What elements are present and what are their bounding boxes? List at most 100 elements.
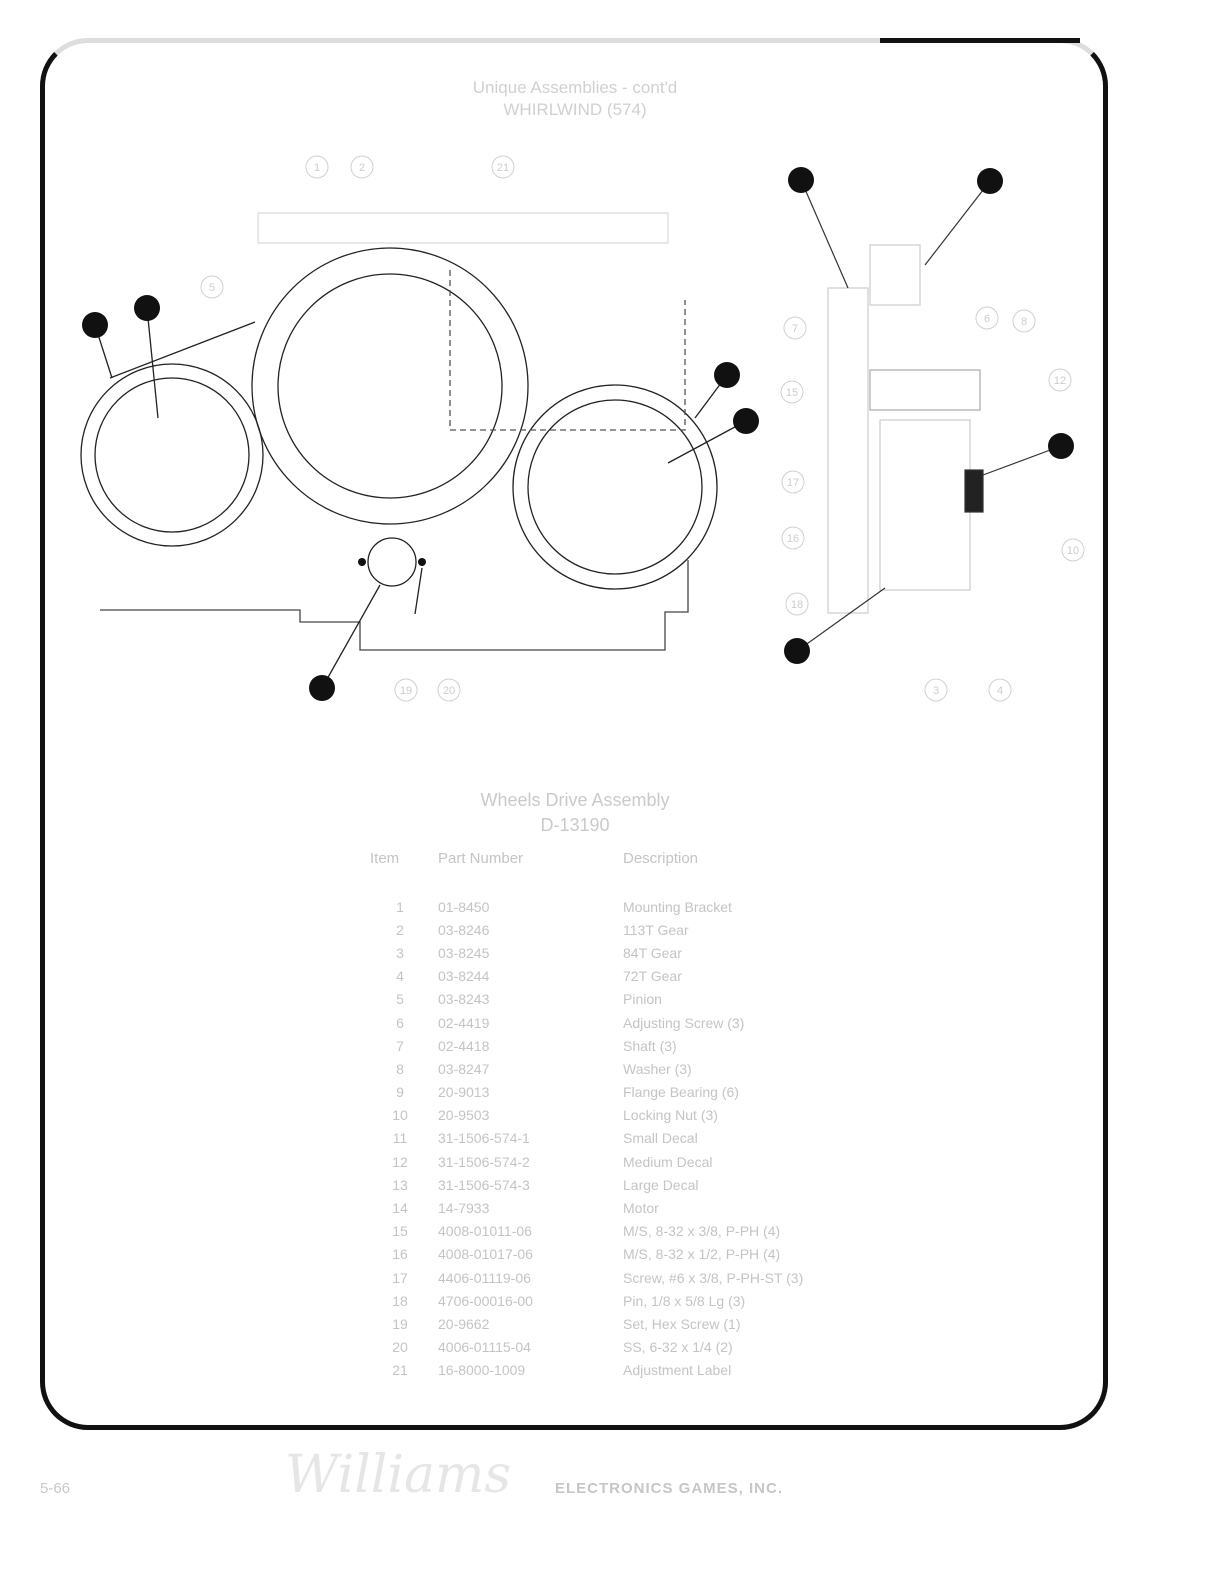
description: 113T Gear: [623, 921, 689, 938]
description: M/S, 8-32 x 1/2, P-PH (4): [623, 1246, 781, 1263]
part-number: 16-8000-1009: [438, 1362, 526, 1379]
callout-label: 20: [443, 685, 455, 697]
callout-dot: [82, 312, 108, 338]
parts-row: 2 03-8246 113T Gear: [370, 918, 803, 941]
item-number: 2: [396, 921, 404, 938]
parts-row: 3 03-8245 84T Gear: [370, 941, 803, 964]
parts-row: 9 20-9013 Flange Bearing (6): [370, 1081, 803, 1104]
description: Screw, #6 x 3/8, P-PH-ST (3): [623, 1269, 804, 1286]
part-number: 4706-00016-00: [438, 1292, 533, 1309]
part-number: 4006-01115-04: [438, 1339, 531, 1356]
description: Flange Bearing (6): [623, 1084, 739, 1101]
item-number: 3: [396, 944, 404, 961]
small-wheel-outer: [80, 363, 264, 547]
item-number: 15: [392, 1223, 408, 1240]
medium-wheel-inner: [527, 399, 703, 575]
description: Set, Hex Screw (1): [623, 1315, 741, 1332]
parts-row: 15 4008-01011-06 M/S, 8-32 x 3/8, P-PH (4): [370, 1220, 803, 1243]
description: Locking Nut (3): [623, 1107, 718, 1124]
description: Adjusting Screw (3): [623, 1014, 745, 1031]
item-number: 19: [392, 1315, 408, 1332]
callout-label: 2: [359, 162, 365, 174]
callout-dot: [1048, 433, 1074, 459]
callout-label: 12: [1054, 375, 1066, 387]
part-number: 14-7933: [438, 1200, 490, 1217]
description: Small Decal: [623, 1130, 698, 1147]
part-number: 20-9662: [438, 1315, 490, 1332]
medium-wheel-outer: [512, 384, 718, 590]
page-number: 5-66: [40, 1480, 71, 1497]
item-number: 21: [392, 1362, 408, 1379]
section-subtitle: WHIRLWIND (574): [503, 100, 647, 119]
description: Pinion: [623, 991, 662, 1008]
callout-label: 3: [933, 685, 939, 697]
callout-label: 1: [314, 162, 320, 174]
part-number: 4406-01119-06: [438, 1269, 531, 1286]
item-number: 9: [396, 1084, 404, 1101]
leader: [321, 584, 381, 689]
item-number: 17: [392, 1269, 408, 1286]
large-wheel-inner: [277, 273, 503, 499]
callout-dot: [134, 295, 160, 321]
parts-header: Item Part Number Description: [370, 850, 803, 895]
description: Large Decal: [623, 1176, 699, 1193]
callout-dot: [714, 362, 740, 388]
callout-dots: [82, 167, 1074, 701]
leader: [667, 420, 747, 464]
description: M/S, 8-32 x 3/8, P-PH (4): [623, 1223, 781, 1240]
callout-dot: [733, 408, 759, 434]
small-wheel-inner: [94, 377, 250, 533]
item-number: 1: [396, 898, 404, 915]
part-number: 4008-01011-06: [438, 1223, 532, 1240]
item-number: 14: [392, 1200, 408, 1217]
callout-label: 4: [997, 685, 1003, 697]
description: Mounting Bracket: [623, 898, 732, 915]
williams-logo: Williams: [285, 1445, 512, 1505]
parts-row: 14 14-7933 Motor: [370, 1196, 803, 1219]
callout-label: 16: [787, 533, 799, 545]
item-number: 13: [392, 1176, 408, 1193]
description: Adjustment Label: [623, 1362, 732, 1379]
callout-label: 19: [400, 685, 412, 697]
description: Washer (3): [623, 1060, 692, 1077]
item-number: 6: [396, 1014, 404, 1031]
callout-label: 6: [984, 313, 990, 325]
col-part-number: Part Number: [438, 850, 524, 867]
callout-dot: [784, 638, 810, 664]
part-number: 20-9013: [438, 1084, 490, 1101]
callout-label: 17: [787, 477, 799, 489]
description: 84T Gear: [623, 944, 682, 961]
part-number: 31-1506-574-1: [438, 1130, 530, 1147]
item-number: 4: [396, 968, 404, 985]
assembly-number: D-13190: [540, 815, 610, 835]
motor-outline: [449, 270, 686, 431]
description: Motor: [623, 1200, 659, 1217]
col-item: Item: [370, 850, 400, 867]
col-description: Description: [623, 850, 699, 867]
part-number: 03-8245: [438, 944, 490, 961]
callout-label: 15: [786, 387, 798, 399]
description: Shaft (3): [623, 1037, 677, 1054]
parts-row: 21 16-8000-1009 Adjustment Label: [370, 1359, 803, 1382]
callout-label: 10: [1067, 545, 1079, 557]
part-number: 03-8247: [438, 1060, 490, 1077]
part-number: 01-8450: [438, 898, 490, 915]
item-number: 5: [396, 991, 404, 1008]
callout-label: 5: [209, 282, 215, 294]
part-number: 03-8246: [438, 921, 490, 938]
callout-label: 7: [792, 323, 798, 335]
side-view: [796, 179, 1062, 652]
large-wheel-outer: [251, 247, 529, 525]
part-number: 31-1506-574-2: [438, 1153, 530, 1170]
front-view: [80, 212, 747, 689]
parts-row: 17 4406-01119-06 Screw, #6 x 3/8, P-PH-ST …: [370, 1266, 803, 1289]
item-number: 16: [392, 1246, 408, 1263]
item-number: 7: [396, 1037, 404, 1054]
item-number: 12: [392, 1153, 408, 1170]
